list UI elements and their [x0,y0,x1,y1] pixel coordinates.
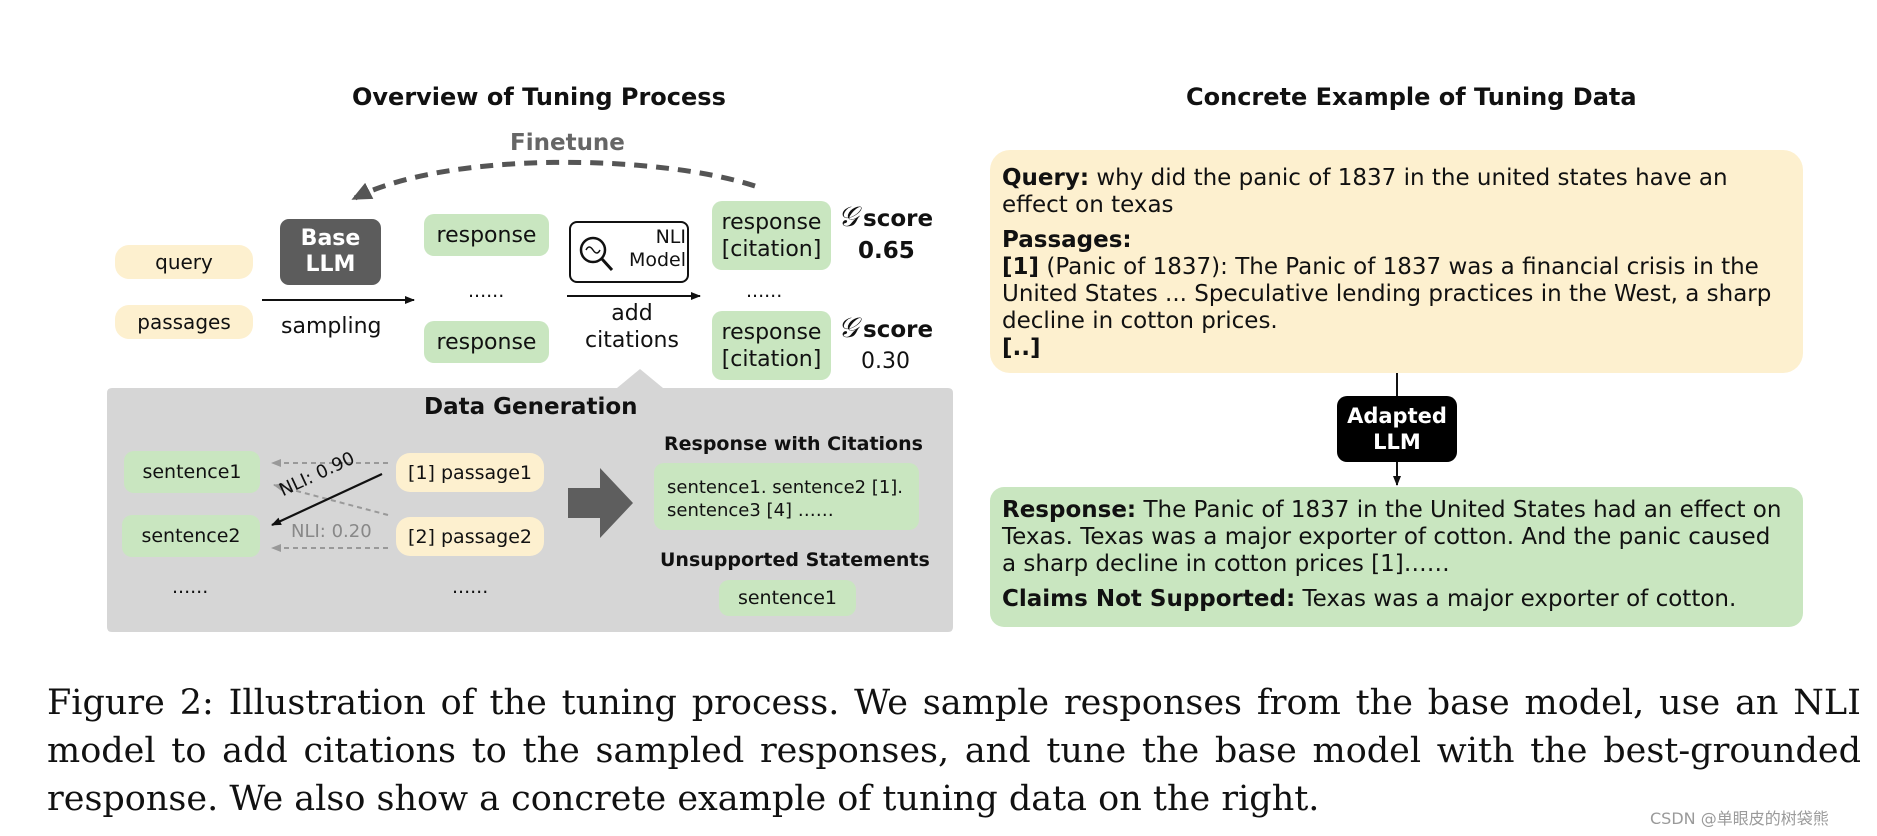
input-passages: passages [115,305,253,339]
claims-label: Claims Not Supported: [1002,586,1296,612]
dg-arrow-p2-s1 [273,483,389,516]
claims-text: Texas was a major exporter of cotton. [1295,586,1737,612]
response-1: response [424,214,549,256]
dg-passage-ellipsis: ...... [452,576,489,598]
response-text: The Panic of 1837 in the United States h… [1002,497,1782,577]
claims-line: Claims Not Supported: Texas was a major … [1002,586,1791,613]
score-1-label: 𝒢 score [838,200,933,234]
figure-caption: Figure 2: Illustration of the tuning pro… [47,683,1861,819]
response-with-citations-box: sentence1. sentence2 [1]. sentence3 [4] … [654,463,919,530]
tuning-input-box: Query: why did the panic of 1837 in the … [990,150,1803,373]
passages-label: Passages: [1002,227,1132,253]
query-label: Query: [1002,165,1090,191]
nli-model-label: NLI Model [628,226,686,271]
response-ellipsis: ...... [468,280,505,302]
right-panel-title: Concrete Example of Tuning Data [1186,83,1637,111]
dg-sentence-ellipsis: ...... [172,576,209,598]
dg-sentence-1: sentence1 [124,451,260,493]
passage-ref: [1] [1002,254,1040,280]
sampling-label: sampling [281,314,382,339]
unsupported-statements-title: Unsupported Statements [660,549,930,571]
passage-text: (Panic of 1837): The Panic of 1837 was a… [1002,254,1772,334]
nli-score-low: NLI: 0.20 [291,521,372,542]
score-word: score [863,317,934,343]
cited-response-1: response [citation] [712,201,831,270]
cited-response-ellipsis: ...... [746,280,783,302]
finetune-arrow [351,159,756,201]
base-llm-box: Base LLM [280,219,381,285]
unsupported-sentence: sentence1 [719,580,856,616]
dg-passage-2: [2] passage2 [396,517,544,556]
finetune-label: Finetune [510,130,625,156]
nli-model-box [569,221,689,283]
tuning-output-box: Response: The Panic of 1837 in the Unite… [990,487,1803,627]
passage-more: [..] [1002,335,1041,361]
g-score-symbol: 𝒢 [838,200,858,233]
g-score-symbol: 𝒢 [838,311,858,344]
query-text: why did the panic of 1837 in the united … [1002,165,1728,218]
query-line: Query: why did the panic of 1837 in the … [1002,165,1791,219]
left-panel-title: Overview of Tuning Process [352,83,726,111]
response-2: response [424,321,549,363]
score-2-label: 𝒢 score [838,311,933,345]
score-1-value: 0.65 [858,238,915,264]
response-with-citations-title: Response with Citations [664,433,923,455]
big-gray-arrow [568,468,633,538]
score-word: score [863,206,934,232]
magnifier-icon [579,236,614,272]
cited-response-2: response [citation] [712,311,831,380]
dg-sentence-2: sentence2 [122,515,260,557]
response-line: Response: The Panic of 1837 in the Unite… [1002,497,1791,578]
adapted-llm-box: Adapted LLM [1337,396,1457,462]
dg-arrow-p1-s2 [271,473,383,526]
dg-passage-1: [1] passage1 [396,453,544,492]
data-generation-title: Data Generation [424,394,638,420]
add-citations-label: add citations [585,301,679,353]
input-query: query [115,245,253,279]
watermark: CSDN @单眼皮的树袋熊 [1650,809,1829,828]
passage-line: [1] (Panic of 1837): The Panic of 1837 w… [1002,254,1791,335]
response-label: Response: [1002,497,1137,523]
data-generation-panel [107,369,953,632]
score-2-value: 0.30 [861,349,910,374]
